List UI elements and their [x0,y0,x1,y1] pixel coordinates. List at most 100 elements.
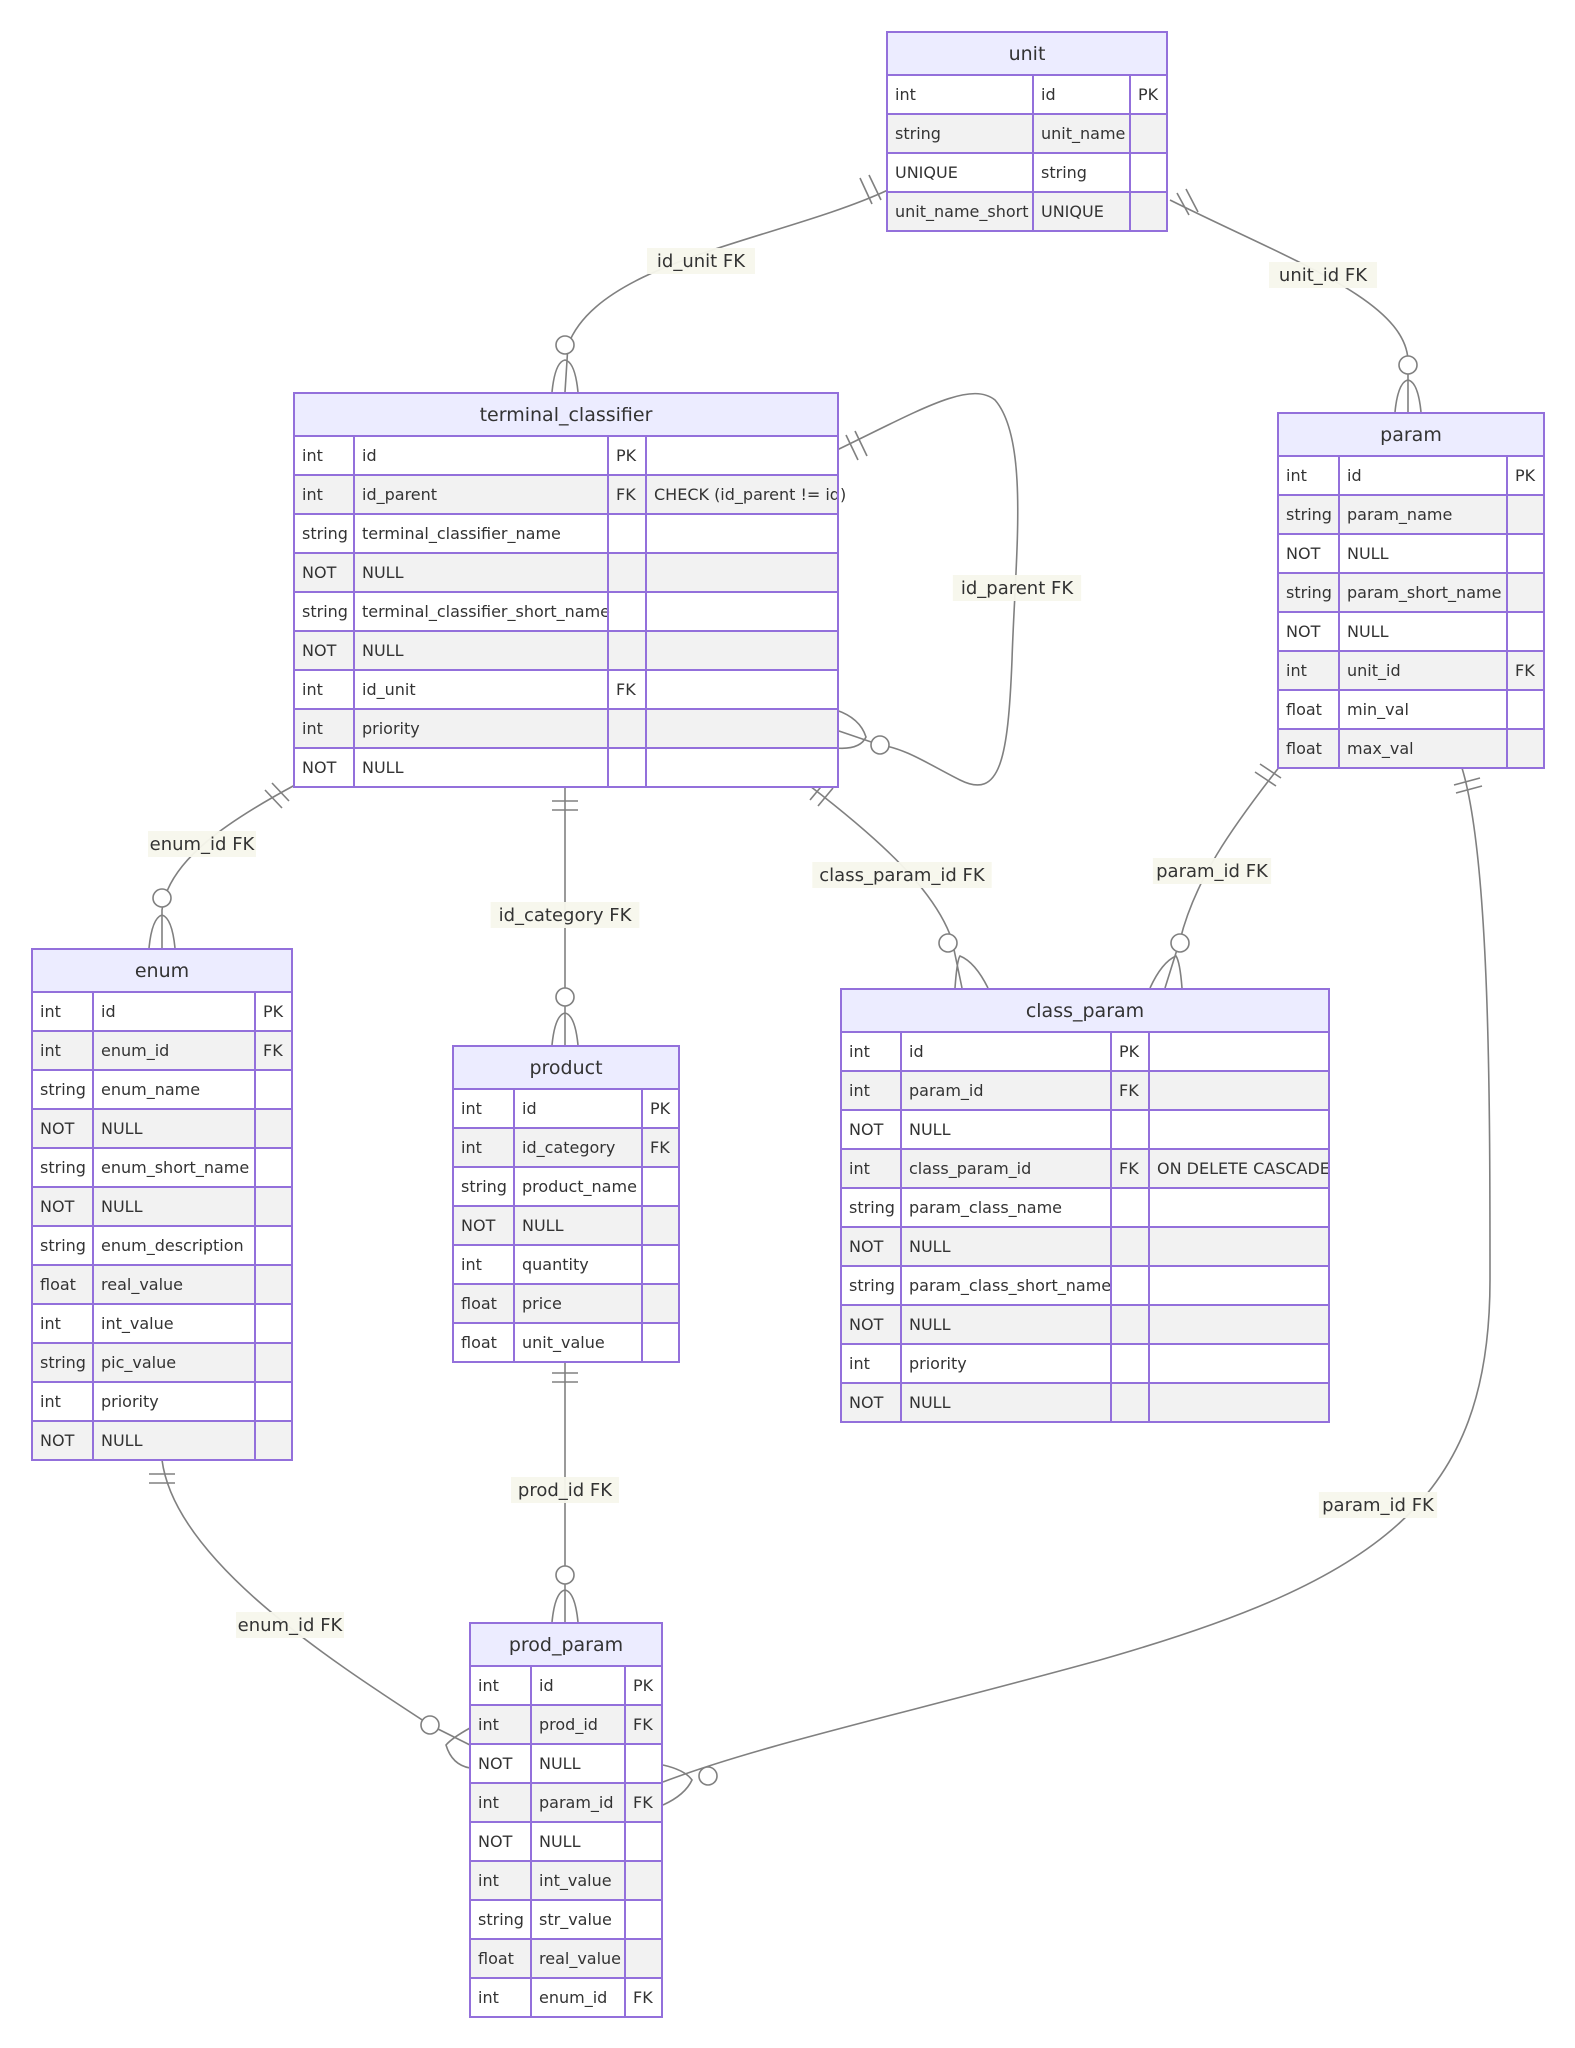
attribute-cell: FK [633,1715,653,1734]
attribute-cell: NULL [909,1237,951,1256]
attribute-cell: int [478,1715,499,1734]
attribute-row [294,553,838,592]
attribute-row [1278,690,1544,729]
cardinality-many-product [551,987,579,1046]
attribute-row [294,514,838,553]
entity-header [1278,413,1544,456]
relationship-label-text: prod_id FK [518,1480,613,1501]
attribute-cell: id [1347,466,1362,485]
attribute-row [1278,456,1544,495]
cardinality-many-class-param-left [938,933,989,989]
relationship-label-param-classparam: param_id FK [1152,858,1272,884]
attribute-cell: quantity [522,1255,589,1274]
attribute-cell: CHECK (id_parent != id) [654,485,846,505]
attribute-cell: NULL [539,1754,581,1773]
attribute-cell: string [40,1353,86,1372]
attribute-cell: int [40,1002,61,1021]
attribute-cell: NOT [40,1197,75,1216]
attribute-cell: NOT [302,641,337,660]
attribute-row [841,1266,1329,1305]
attribute-cell: float [478,1949,514,1968]
attribute-cell: string [40,1080,86,1099]
cardinality-one-unit-right [1176,188,1199,216]
relationship-label-text: class_param_id FK [819,865,986,886]
attribute-cell: NULL [522,1216,564,1235]
attribute-cell: int [461,1099,482,1118]
entity-border [31,948,293,1461]
attribute-cell: priority [362,719,420,738]
relationship-label-unit-param: unit_id FK [1269,262,1377,288]
attribute-cell: int_value [101,1314,174,1334]
attribute-cell: int [849,1042,870,1061]
attribute-row [887,75,1167,114]
attribute-cell: id [362,446,377,465]
cardinality-many-param-from-unit [1394,355,1422,413]
attribute-cell: param_id [539,1793,614,1813]
attribute-cell: NOT [478,1832,513,1851]
attribute-row [470,1822,662,1861]
attribute-cell: FK [633,1988,653,2007]
attribute-cell: id [539,1676,554,1695]
attribute-cell: NOT [302,758,337,777]
relationship-label-text: id_category FK [499,905,633,926]
attribute-row [294,436,838,475]
attribute-cell: enum_short_name [101,1158,249,1178]
attribute-cell: unit_value [522,1333,605,1353]
cardinality-many-tc-from-unit [551,335,579,393]
attribute-row [841,1110,1329,1149]
attribute-cell: NOT [849,1237,884,1256]
entity-title: param [1380,424,1442,446]
attribute-cell: int [40,1314,61,1333]
attribute-cell: int [1286,661,1307,680]
attribute-row [841,1149,1329,1188]
attribute-row [294,709,838,748]
attribute-cell: FK [1515,661,1535,680]
attribute-cell: id_parent [362,485,437,505]
attribute-row [1278,495,1544,534]
attribute-row [841,1071,1329,1110]
attribute-cell: NULL [1347,622,1389,641]
attribute-cell: string [895,124,941,143]
attribute-cell: string [1286,583,1332,602]
entity-header [32,949,292,992]
attribute-cell: int [849,1354,870,1373]
attribute-row [32,1031,292,1070]
attribute-cell: NULL [101,1197,143,1216]
cardinality-one-tc-self [845,430,868,461]
entity-border [293,392,839,788]
attribute-cell: terminal_classifier_short_name [362,602,610,622]
attribute-cell: unit_name [1041,124,1125,144]
attribute-cell: unit_id [1347,661,1401,681]
attribute-cell: param_short_name [1347,583,1501,603]
attribute-row [841,1344,1329,1383]
attribute-cell: NOT [478,1754,513,1773]
attribute-cell: priority [909,1354,967,1373]
cardinality-many-prodparam-right [662,1764,718,1806]
attribute-cell: FK [616,680,636,699]
attribute-cell: int [302,680,323,699]
attribute-cell: terminal_classifier_name [362,524,561,544]
entity-header [294,393,838,436]
attribute-cell: NOT [302,563,337,582]
attribute-row [453,1089,679,1128]
attribute-cell: FK [263,1041,283,1060]
entity-header [453,1046,679,1089]
attribute-row [294,475,838,514]
attribute-cell: pic_value [101,1353,176,1373]
entity-header [841,989,1329,1032]
attribute-cell: PK [1119,1042,1140,1061]
attribute-cell: param_name [1347,505,1452,525]
attribute-row [1278,534,1544,573]
attribute-cell: NOT [1286,544,1321,563]
attribute-row [32,1148,292,1187]
attribute-row [887,114,1167,153]
attribute-cell: id_unit [362,680,416,700]
relationship-label-text: enum_id FK [150,834,256,855]
attribute-cell: param_class_short_name [909,1276,1111,1296]
